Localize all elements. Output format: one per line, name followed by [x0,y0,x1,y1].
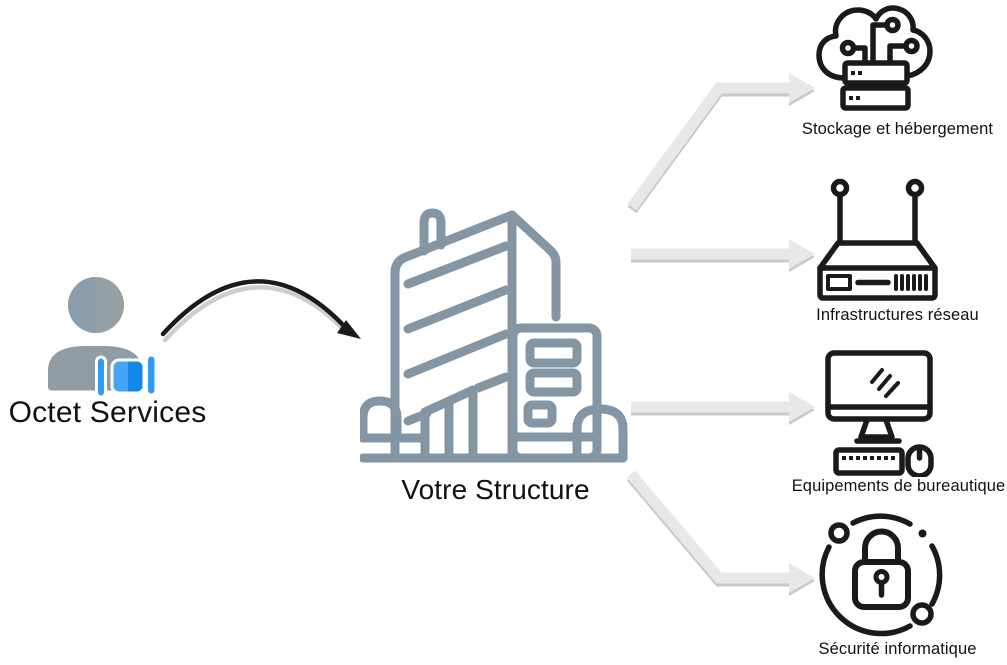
arrow-hub-to-storage [627,73,815,214]
cloud-servers-icon [816,5,933,111]
arrow-source-to-hub [160,279,361,343]
target-label-security: Sécurité informatique [818,640,977,658]
arrow-hub-to-security [626,470,815,596]
person-with-toolbox-icon [48,277,158,399]
security-lock-icon [819,513,943,637]
hub-label: Votre Structure [401,474,590,505]
arrow-hub-to-network [631,239,815,272]
router-icon [817,178,938,301]
target-label-network: Infrastructures réseau [816,306,979,324]
source-label: Octet Services [8,396,207,429]
desktop-computer-icon [825,350,934,477]
arrow-hub-to-office [631,392,815,425]
target-label-storage: Stockage et hébergement [801,120,994,138]
building-icon [360,208,628,463]
target-label-office: Equipements de bureautique [791,477,1006,495]
